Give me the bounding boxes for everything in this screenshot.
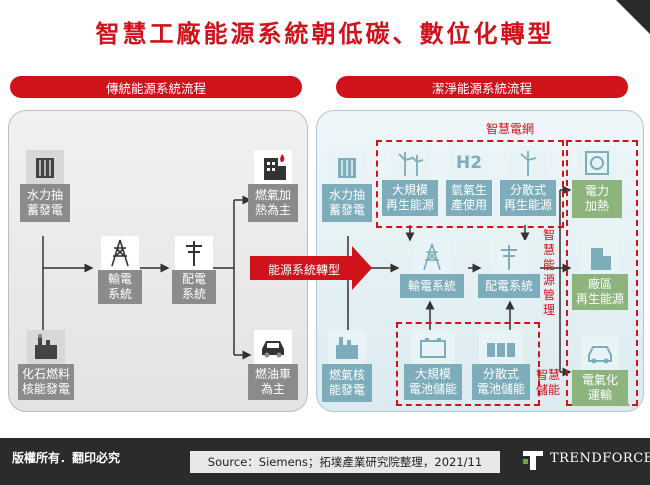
- hydro-dam-icon: [26, 150, 64, 184]
- battery-icon: [411, 330, 455, 364]
- fossil-label: 化石燃料 核能發電: [18, 364, 74, 400]
- header-traditional: 傳統能源系統流程: [10, 76, 302, 98]
- large-renew-label: 大規模 再生能源: [382, 180, 438, 216]
- large-storage-label: 大規模 電池儲能: [404, 364, 462, 400]
- source-text: Source：Siemens；拓墣產業研究院整理，2021/11: [190, 451, 500, 473]
- plant-renew-label: 廠區 再生能源: [572, 274, 628, 310]
- factory-icon: [328, 330, 366, 364]
- ev-label: 電氣化 運輸: [572, 370, 628, 406]
- wind-turbine-icon: [391, 146, 429, 180]
- factory-icon: [27, 330, 65, 364]
- transition-label: 能源系統轉型: [267, 262, 340, 277]
- copyright-text: 版權所有．翻印必究: [12, 451, 121, 465]
- hydrogen-icon: H2: [450, 146, 488, 180]
- node-gas-heat: 燃氣加 熱為主: [248, 150, 298, 222]
- transmission-label: 輸電 系統: [98, 270, 142, 304]
- node-fossil-traditional: 化石燃料 核能發電: [18, 330, 74, 400]
- battery-pack-icon: [479, 330, 523, 364]
- node-large-renewables: 大規模 再生能源: [382, 146, 438, 216]
- trendforce-logo-icon: [522, 449, 544, 471]
- dist-storage-label: 分散式 電池儲能: [472, 364, 530, 400]
- hydro-clean-label: 水力抽 蓄發電: [322, 184, 372, 222]
- building-icon: [581, 240, 619, 274]
- node-hydrogen: H2 氫氣生 產使用: [446, 146, 492, 216]
- power-tower-icon: [101, 236, 139, 270]
- elec-heat-label: 電力 加熱: [572, 180, 622, 218]
- node-distribution-clean: 配電系統: [478, 240, 540, 298]
- utility-pole-icon: [490, 240, 528, 274]
- hydrogen-label: 氫氣生 產使用: [446, 180, 492, 216]
- node-dist-storage: 分散式 電池儲能: [472, 330, 530, 400]
- smart-grid-box: [376, 140, 564, 228]
- fuel-car-label: 燃油車 為主: [248, 364, 298, 400]
- node-electric-heating: 電力 加熱: [572, 146, 622, 218]
- node-plant-renewables: 廠區 再生能源: [572, 240, 628, 310]
- brand-name: TRENDFORCE: [550, 451, 650, 466]
- node-ev: 電氣化 運輸: [572, 336, 628, 406]
- smart-energy-mgmt-label: 智慧能源管理: [542, 228, 555, 317]
- storage-box: [396, 322, 540, 406]
- page-title: 智慧工廠能源系統朝低碳、數位化轉型: [95, 18, 555, 48]
- distribution-clean-label: 配電系統: [478, 274, 540, 298]
- header-clean: 潔淨能源系統流程: [336, 76, 628, 98]
- heat-pump-icon: [578, 146, 616, 180]
- utility-pole-icon: [175, 236, 213, 270]
- node-large-storage: 大規模 電池儲能: [404, 330, 462, 400]
- transmission-clean-label: 輸電系統: [400, 274, 464, 298]
- node-fuel-car: 燃油車 為主: [248, 330, 298, 400]
- wind-turbine-icon: [509, 146, 547, 180]
- hydro-dam-icon: [328, 150, 366, 184]
- node-dist-renewables: 分散式 再生能源: [500, 146, 556, 216]
- dist-renew-label: 分散式 再生能源: [500, 180, 556, 216]
- car-icon: [254, 330, 292, 364]
- node-gas-nuclear-clean: 燃氣核 能發電: [322, 330, 372, 402]
- distribution-label: 配電 系統: [172, 270, 216, 304]
- power-tower-icon: [413, 240, 451, 274]
- smart-storage-label: 智慧 儲能: [536, 368, 561, 397]
- smart-grid-label: 智慧電網: [486, 122, 535, 136]
- corner-decoration: [616, 0, 650, 34]
- building-flame-icon: [254, 150, 292, 184]
- node-distribution-traditional: 配電 系統: [172, 236, 216, 304]
- electric-car-icon: [581, 336, 619, 370]
- node-hydro-clean: 水力抽 蓄發電: [322, 150, 372, 222]
- node-hydro-traditional: 水力抽 蓄發電: [20, 150, 70, 222]
- node-transmission-traditional: 輸電 系統: [98, 236, 142, 304]
- gas-gen-label: 燃氣核 能發電: [322, 364, 372, 402]
- gas-heat-label: 燃氣加 熱為主: [248, 184, 298, 222]
- hydro-label: 水力抽 蓄發電: [20, 184, 70, 222]
- node-transmission-clean: 輸電系統: [400, 240, 464, 298]
